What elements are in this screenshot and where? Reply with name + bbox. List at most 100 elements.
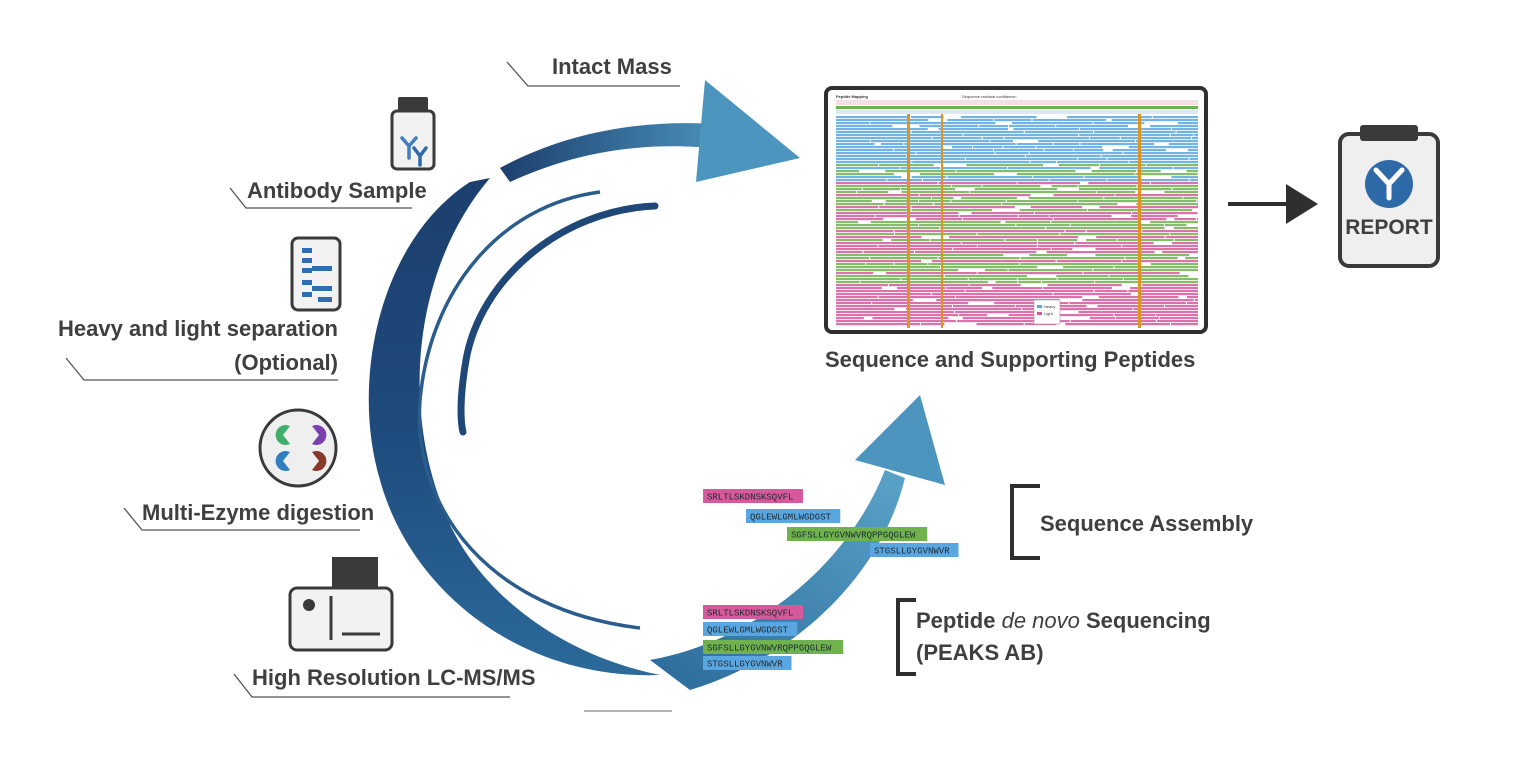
inner-medium-arc	[457, 202, 659, 436]
mapping-peptide-bar	[836, 203, 884, 206]
mapping-peptide-bar	[875, 215, 959, 218]
mapping-peptide-bar	[897, 287, 946, 290]
mapping-peptide-bar	[921, 323, 945, 326]
mapping-peptide-bar	[995, 152, 1029, 155]
mapping-peptide-bar	[836, 287, 882, 290]
mapping-peptide-bar	[836, 230, 894, 233]
mapping-peptide-bar	[1136, 203, 1198, 206]
mapping-peptide-bar	[1135, 173, 1198, 176]
mapping-peptide-bar	[836, 245, 878, 248]
mapping-peptide-bar	[1030, 206, 1082, 209]
mapping-peptide-bar	[1174, 218, 1196, 221]
mapping-peptide-bar	[836, 254, 908, 257]
mapping-peptide-bar	[1008, 167, 1091, 170]
mapping-peptide-bar	[1079, 134, 1170, 137]
mapping-peptide-bar	[936, 299, 1060, 302]
mapping-peptide-bar	[836, 242, 961, 245]
mapping-peptide-bar	[1019, 209, 1087, 212]
mapping-peptide-bar	[1183, 197, 1198, 200]
mapping-legend-light: Light	[1044, 311, 1054, 316]
heavy-light-text-line1: Heavy and light separation	[58, 316, 338, 341]
denovo-label: Peptide de novo Sequencing (PEAKS AB)	[896, 598, 1211, 676]
mapping-peptide-bar	[1020, 257, 1125, 260]
mapping-peptide-bar	[1171, 176, 1198, 179]
mapping-peptide-bar	[1114, 266, 1198, 269]
mapping-peptide-bar	[1037, 245, 1122, 248]
mapping-peptide-bar	[836, 185, 951, 188]
mapping-peptide-bar	[891, 239, 930, 242]
mapping-peptide-bar	[1156, 314, 1198, 317]
mapping-peptide-bar	[979, 125, 1008, 128]
mapping-peptide-bar	[969, 284, 1021, 287]
mapping-peptide-bar	[1006, 200, 1078, 203]
mapping-peptide-bar	[906, 308, 1022, 311]
mapping-peptide-bar	[1156, 320, 1198, 323]
mapping-peptide-bar	[1164, 224, 1187, 227]
mapping-peptide-bar	[1122, 260, 1198, 263]
mapping-peptide-bar	[836, 137, 932, 140]
mapping-peptide-bar	[836, 308, 895, 311]
mapping-peptide-bar	[836, 167, 900, 170]
mapping-peptide-bar	[1091, 170, 1137, 173]
mapping-peptide-bar	[1104, 197, 1183, 200]
mapping-peptide-bar	[1189, 158, 1198, 161]
heavy-light-label: Heavy and light separation (Optional)	[58, 316, 338, 381]
mapping-peptide-bar	[1173, 167, 1198, 170]
mapping-peptide-bar	[1034, 212, 1131, 215]
mapping-peptide-bar	[1101, 155, 1198, 158]
mapping-peptide-bar	[1162, 251, 1198, 254]
mapping-peptide-bar	[1078, 188, 1172, 191]
mapping-peptide-bar	[1188, 149, 1198, 152]
mapping-peptide-bar	[953, 305, 1016, 308]
peptide-mapping-panel: Peptide Mapping Sequence residual confid…	[824, 86, 1208, 334]
mapping-peptide-bar	[836, 260, 921, 263]
mapping-peptide-bar	[933, 203, 1002, 206]
multi-enzyme-label: Multi-Ezyme digestion	[123, 500, 374, 531]
mapping-peptide-bar	[836, 143, 875, 146]
mapping-peptide-bar	[954, 311, 1060, 314]
denovo-text-line1: Peptide de novo Sequencing	[916, 608, 1211, 633]
mapping-peptide-bar	[919, 125, 979, 128]
mapping-peptide-bar	[953, 248, 1051, 251]
mapping-peptide-bar	[965, 290, 1094, 293]
mapping-peptide-bar	[1093, 269, 1198, 272]
mapping-peptide-bar	[908, 254, 1004, 257]
mapping-peptide-bar	[931, 260, 1056, 263]
mapping-peptide-bar	[1018, 215, 1049, 218]
antibody-sample-label: Antibody Sample	[229, 178, 427, 209]
to-report-arrow	[1228, 184, 1318, 224]
mapping-peptide-bar	[1046, 227, 1165, 230]
mapping-peptide-bar	[857, 191, 889, 194]
mapping-peptide-bar	[866, 263, 894, 266]
mapping-peptide-bar	[1078, 158, 1107, 161]
mapping-peptide-bar	[860, 281, 988, 284]
mapping-peptide-bar	[1030, 161, 1056, 164]
mapping-peptide-bar	[1053, 218, 1167, 221]
mapping-peptide-bar	[1187, 302, 1198, 305]
denovo-peptide-strip	[703, 605, 803, 619]
mapping-peptide-bar	[1005, 239, 1037, 242]
mapping-peptide-bar	[894, 263, 928, 266]
assembly-peptide-strip	[703, 489, 803, 503]
assembly-peptide-strip	[870, 543, 959, 557]
mapping-peptide-bar	[959, 314, 988, 317]
mapping-peptide-bar	[1094, 290, 1128, 293]
mapping-peptide-bar	[836, 278, 901, 281]
mapping-peptide-bar	[870, 257, 938, 260]
mapping-peptide-bar	[962, 317, 1060, 320]
mapping-peptide-bar	[1078, 185, 1137, 188]
mapping-peptide-bar	[836, 275, 944, 278]
mapping-peptide-bar	[836, 170, 859, 173]
mapping-peptide-bar	[1128, 290, 1198, 293]
mapping-peptide-bar	[944, 275, 1028, 278]
mapping-peptide-bar	[881, 143, 904, 146]
mapping-peptide-bar	[911, 176, 947, 179]
mapping-peptide-bar	[1046, 251, 1155, 254]
mapping-peptide-bar	[836, 188, 862, 191]
mapping-peptide-bar	[1172, 188, 1198, 191]
mapping-peptide-bar	[836, 131, 911, 134]
mapping-peptide-bar	[942, 194, 1031, 197]
denovo-peptide-text: STGSLLGYGVNWVR	[707, 660, 783, 670]
mapping-peptide-bar	[1173, 227, 1198, 230]
